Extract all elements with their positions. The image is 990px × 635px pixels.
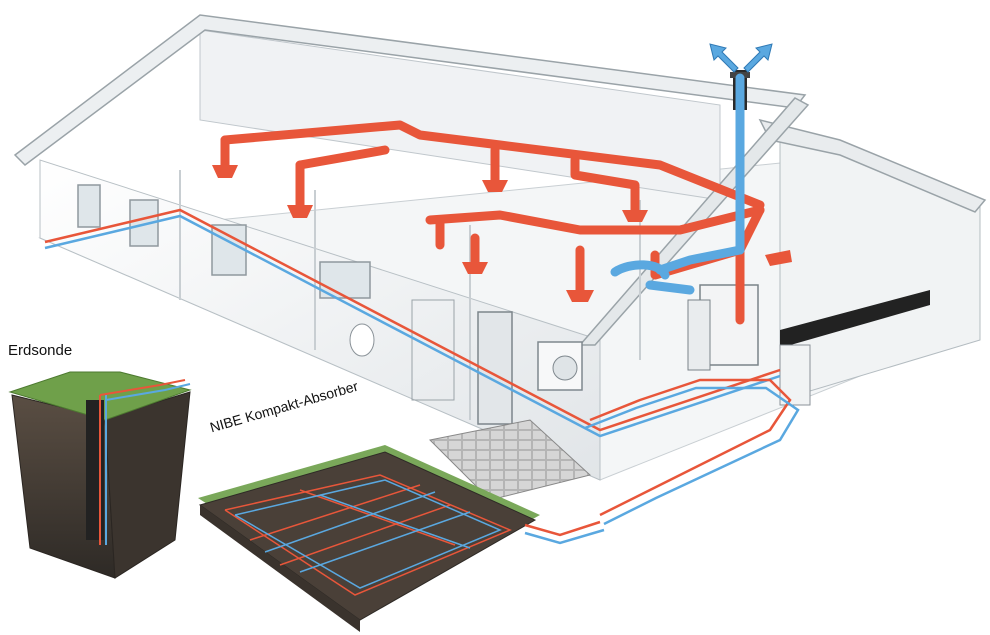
exhaust-arrow-right-icon <box>743 43 773 73</box>
kitchen-counter <box>780 290 930 348</box>
duct-outlets <box>212 165 792 302</box>
exhaust-arrow-left-icon <box>709 43 739 73</box>
exhaust-air-ducts <box>610 73 745 295</box>
borehole-block <box>8 371 192 579</box>
floor-heating-pipes <box>44 208 800 526</box>
absorber-block <box>198 445 605 632</box>
absorber-connection-pipes <box>524 520 605 545</box>
borehole-label: Erdsonde <box>8 342 73 359</box>
toilet <box>349 323 375 357</box>
exhaust-arrows <box>709 43 773 73</box>
borehole-soil-side <box>104 391 191 579</box>
entrance-pavement <box>428 419 592 501</box>
shower <box>411 299 455 401</box>
